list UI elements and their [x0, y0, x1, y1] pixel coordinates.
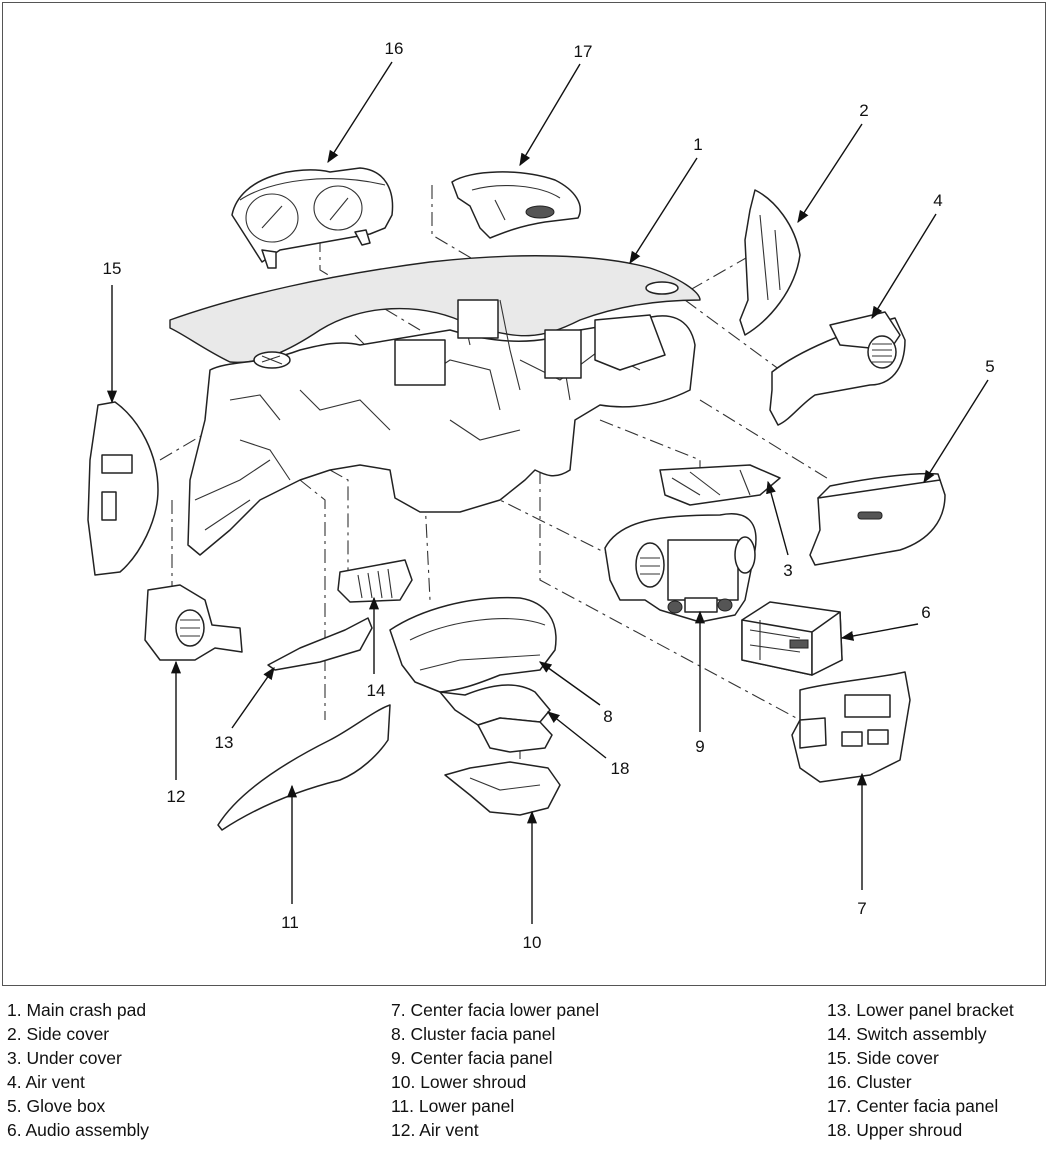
legend-item: 13. Lower panel bracket — [827, 1000, 1014, 1020]
legend-column-3: 13. Lower panel bracket 14. Switch assem… — [827, 998, 1014, 1142]
glove-box-part — [809, 472, 946, 566]
callout-7: 7 — [857, 899, 866, 918]
callout-6: 6 — [921, 603, 930, 622]
side-cover-right-part — [739, 189, 801, 336]
legend-item: 6. Audio assembly — [7, 1120, 150, 1140]
parts-legend: 1. Main crash pad 2. Side cover 3. Under… — [0, 994, 1050, 1164]
callout-18: 18 — [611, 759, 630, 778]
air-vent-right-part — [769, 311, 906, 426]
callout-16: 16 — [385, 39, 404, 58]
legend-item: 4. Air vent — [7, 1072, 85, 1092]
legend-item: 17. Center facia panel — [827, 1096, 999, 1116]
leader-18 — [547, 711, 607, 759]
cluster-facia-panel-part — [389, 596, 557, 726]
leader-4 — [871, 213, 937, 320]
lower-panel-bracket-part — [267, 617, 373, 671]
leader-lines — [106, 61, 989, 924]
legend-item: 18. Upper shroud — [827, 1120, 963, 1140]
leader-2 — [797, 123, 863, 224]
callout-14: 14 — [367, 681, 386, 700]
diagram-frame — [2, 2, 1046, 986]
under-cover-part — [659, 464, 781, 506]
callout-12: 12 — [167, 787, 186, 806]
center-facia-upper-part — [451, 171, 581, 239]
lower-panel-part — [217, 704, 391, 831]
audio-assembly-part — [741, 601, 843, 676]
center-facia-panel-part — [604, 513, 757, 623]
legend-column-1: 1. Main crash pad 2. Side cover 3. Under… — [7, 998, 149, 1142]
leader-1 — [629, 157, 698, 265]
callout-4: 4 — [933, 191, 942, 210]
callout-11: 11 — [281, 913, 299, 932]
legend-item: 12. Air vent — [391, 1120, 479, 1140]
callout-17: 17 — [574, 42, 593, 61]
legend-item: 16. Cluster — [827, 1072, 912, 1092]
callout-13: 13 — [215, 733, 234, 752]
exploded-dashboard-diagram: 16 17 1 2 4 5 3 6 7 8 9 18 10 11 12 13 1… — [87, 39, 995, 952]
legend-item: 10. Lower shroud — [391, 1072, 527, 1092]
legend-item: 7. Center facia lower panel — [391, 1000, 600, 1020]
legend-item: 1. Main crash pad — [7, 1000, 147, 1020]
callout-10: 10 — [523, 933, 542, 952]
legend-item: 5. Glove box — [7, 1096, 106, 1116]
callout-15: 15 — [103, 259, 122, 278]
leader-13 — [231, 666, 275, 729]
leader-6 — [840, 623, 919, 641]
callout-numbers: 16 17 1 2 4 5 3 6 7 8 9 18 10 11 12 13 1… — [103, 39, 995, 952]
side-cover-left-part — [87, 401, 159, 576]
main-crash-pad-part — [169, 255, 701, 556]
leader-5 — [923, 379, 989, 484]
legend-item: 9. Center facia panel — [391, 1048, 553, 1068]
upper-shroud-part — [477, 717, 553, 753]
switch-assembly-part — [337, 559, 413, 603]
lower-shroud-part — [444, 761, 561, 816]
callout-1: 1 — [693, 135, 702, 154]
leader-3 — [766, 480, 789, 556]
leader-17 — [519, 63, 581, 167]
air-vent-left-part — [144, 584, 243, 661]
legend-item: 2. Side cover — [7, 1024, 110, 1044]
legend-item: 11. Lower panel — [391, 1096, 515, 1116]
callout-9: 9 — [695, 737, 704, 756]
legend-column-2: 7. Center facia lower panel 8. Cluster f… — [391, 998, 599, 1142]
legend-item: 8. Cluster facia panel — [391, 1024, 556, 1044]
cluster-part — [231, 167, 394, 269]
center-facia-lower-panel-part — [791, 671, 911, 783]
callout-2: 2 — [859, 101, 868, 120]
legend-item: 14. Switch assembly — [827, 1024, 987, 1044]
leader-16 — [327, 61, 393, 164]
legend-item: 15. Side cover — [827, 1048, 939, 1068]
legend-item: 3. Under cover — [7, 1048, 122, 1068]
callout-8: 8 — [603, 707, 612, 726]
callout-3: 3 — [783, 561, 792, 580]
leader-8 — [538, 661, 601, 706]
callout-5: 5 — [985, 357, 994, 376]
